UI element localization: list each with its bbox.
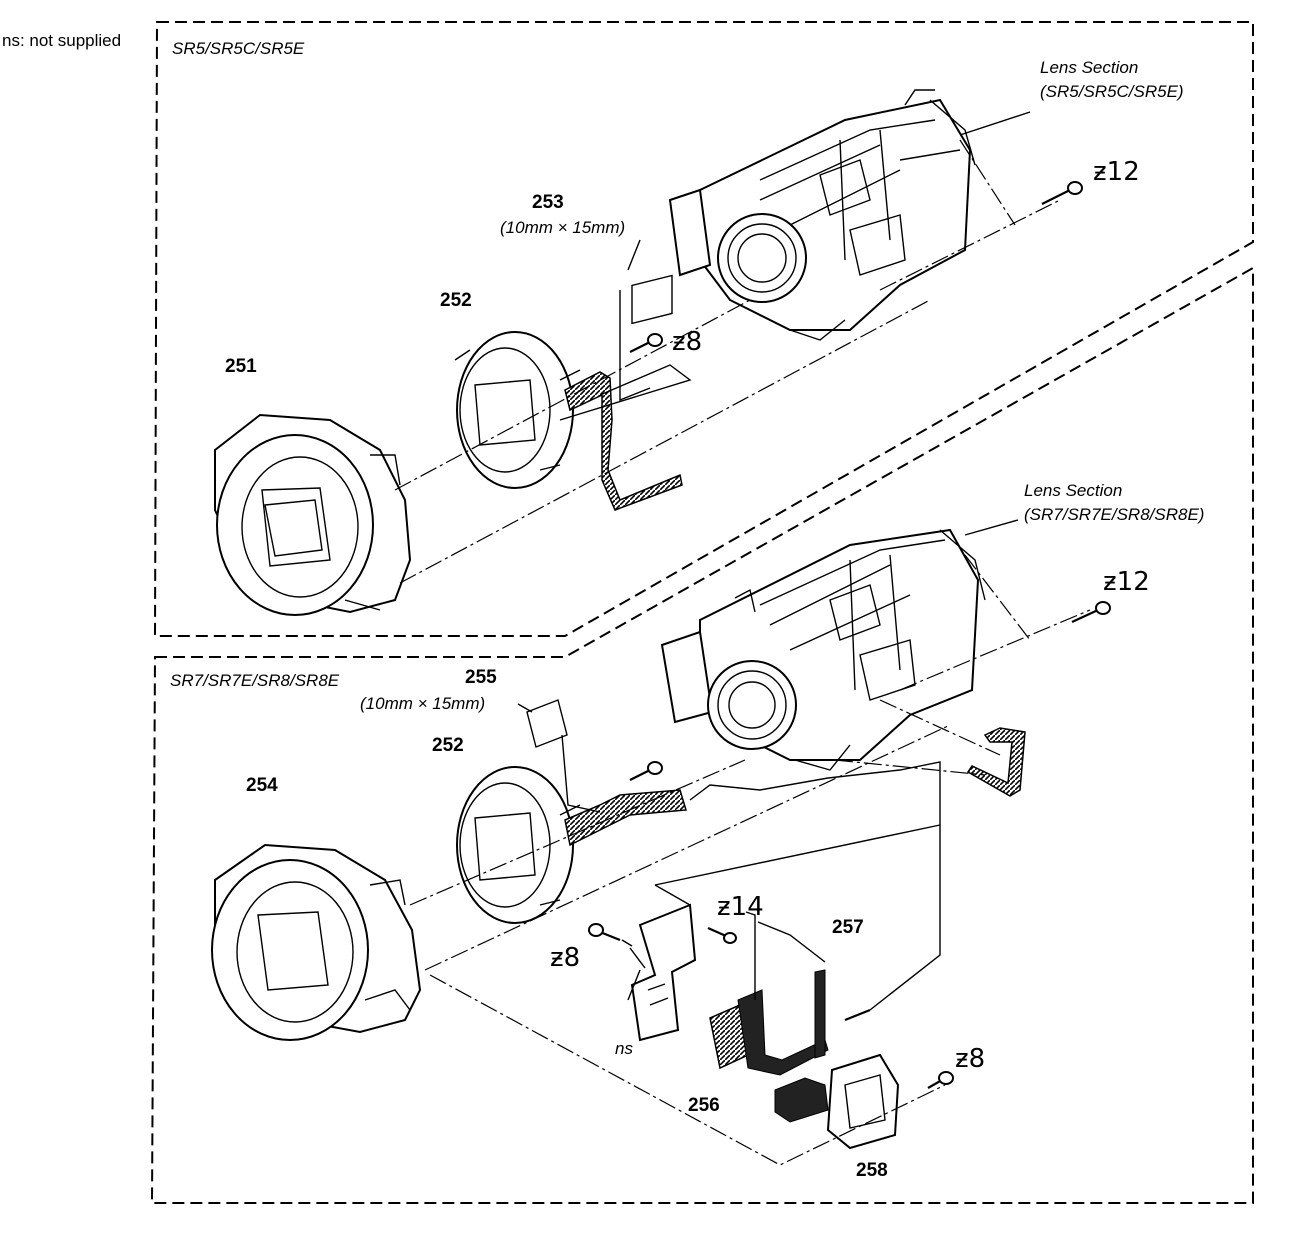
upper-axis-line-1 xyxy=(394,299,751,491)
screw-s8-right-label: ƶ8 xyxy=(955,1044,985,1074)
ns-bracket-illustration xyxy=(630,903,697,1042)
part-255-label: 255 xyxy=(465,667,497,688)
upper-part-252-label: 252 xyxy=(440,290,472,311)
lower-leader-lines xyxy=(517,519,1019,1011)
part-257-label: 257 xyxy=(832,917,864,938)
upper-lens-section-illustration xyxy=(668,89,976,341)
upper-lens-section-title: Lens Section xyxy=(1040,58,1138,77)
upper-screw-s8-icon xyxy=(629,333,663,353)
screw-s8-right-icon xyxy=(927,1071,954,1089)
lower-screw-s12-label: ƶ12 xyxy=(1103,567,1150,597)
upper-part-252-illustration xyxy=(454,331,683,511)
lower-axis-line-1 xyxy=(409,759,746,906)
part-258-illustration xyxy=(826,1053,900,1150)
lower-lens-section-title: Lens Section xyxy=(1024,481,1122,500)
part-254-label: 254 xyxy=(246,775,278,796)
upper-screw-s12-icon xyxy=(1041,181,1083,205)
lower-part-252-label: 252 xyxy=(432,735,464,756)
part-253-label: 253 xyxy=(532,192,564,213)
lower-part-252-illustration xyxy=(456,766,687,924)
sheet-253-icon xyxy=(631,274,673,325)
lower-screw-s12-icon xyxy=(1071,601,1111,623)
lower-axis-line-2 xyxy=(424,724,951,971)
part-258-label: 258 xyxy=(856,1160,888,1181)
upper-axis-line-4 xyxy=(879,199,1061,291)
ns-label: ns xyxy=(615,1039,633,1058)
lower-axis-line-3 xyxy=(429,974,946,1166)
part-256-label: 256 xyxy=(688,1095,720,1116)
screw-s8-left-icon xyxy=(588,923,621,942)
lower-lens-section-models: (SR7/SR7E/SR8/SR8E) xyxy=(1024,505,1204,524)
upper-axis-line-2 xyxy=(399,299,931,584)
lower-group-boundary xyxy=(150,266,1254,1204)
screw-s14-label: ƶ14 xyxy=(717,892,764,922)
lower-screw-252-icon xyxy=(629,761,663,781)
part-253-size: (10mm × 15mm) xyxy=(500,218,625,237)
lower-lens-section-illustration xyxy=(660,528,1026,797)
upper-group-boundary xyxy=(153,21,1254,637)
lower-model-label: SR7/SR7E/SR8/SR8E xyxy=(170,671,340,690)
lower-axis-line-7 xyxy=(879,699,1001,756)
part-255-size: (10mm × 15mm) xyxy=(360,694,485,713)
lower-part-254-illustration xyxy=(211,843,422,1041)
lower-axis-line-4 xyxy=(964,554,1031,641)
part-256-illustration xyxy=(709,989,829,1076)
screw-s8-left-label: ƶ8 xyxy=(550,943,580,973)
part-251-label: 251 xyxy=(225,356,257,377)
sheet-255-icon xyxy=(526,699,568,748)
upper-lens-section-models: (SR5/SR5C/SR5E) xyxy=(1040,82,1184,101)
lower-axis-line-5 xyxy=(899,609,1091,691)
part-257-illustration xyxy=(774,969,871,1123)
upper-screw-s12-label: ƶ12 xyxy=(1093,157,1140,187)
upper-model-label: SR5/SR5C/SR5E xyxy=(172,39,305,58)
upper-leader-lines xyxy=(559,111,1031,421)
screw-s14-icon xyxy=(707,926,737,944)
upper-axis-line-3 xyxy=(959,139,1016,226)
ns-legend-note: ns: not supplied xyxy=(2,31,121,50)
upper-screw-s8-label: ƶ8 xyxy=(672,327,702,357)
upper-part-251-illustration xyxy=(214,413,412,616)
